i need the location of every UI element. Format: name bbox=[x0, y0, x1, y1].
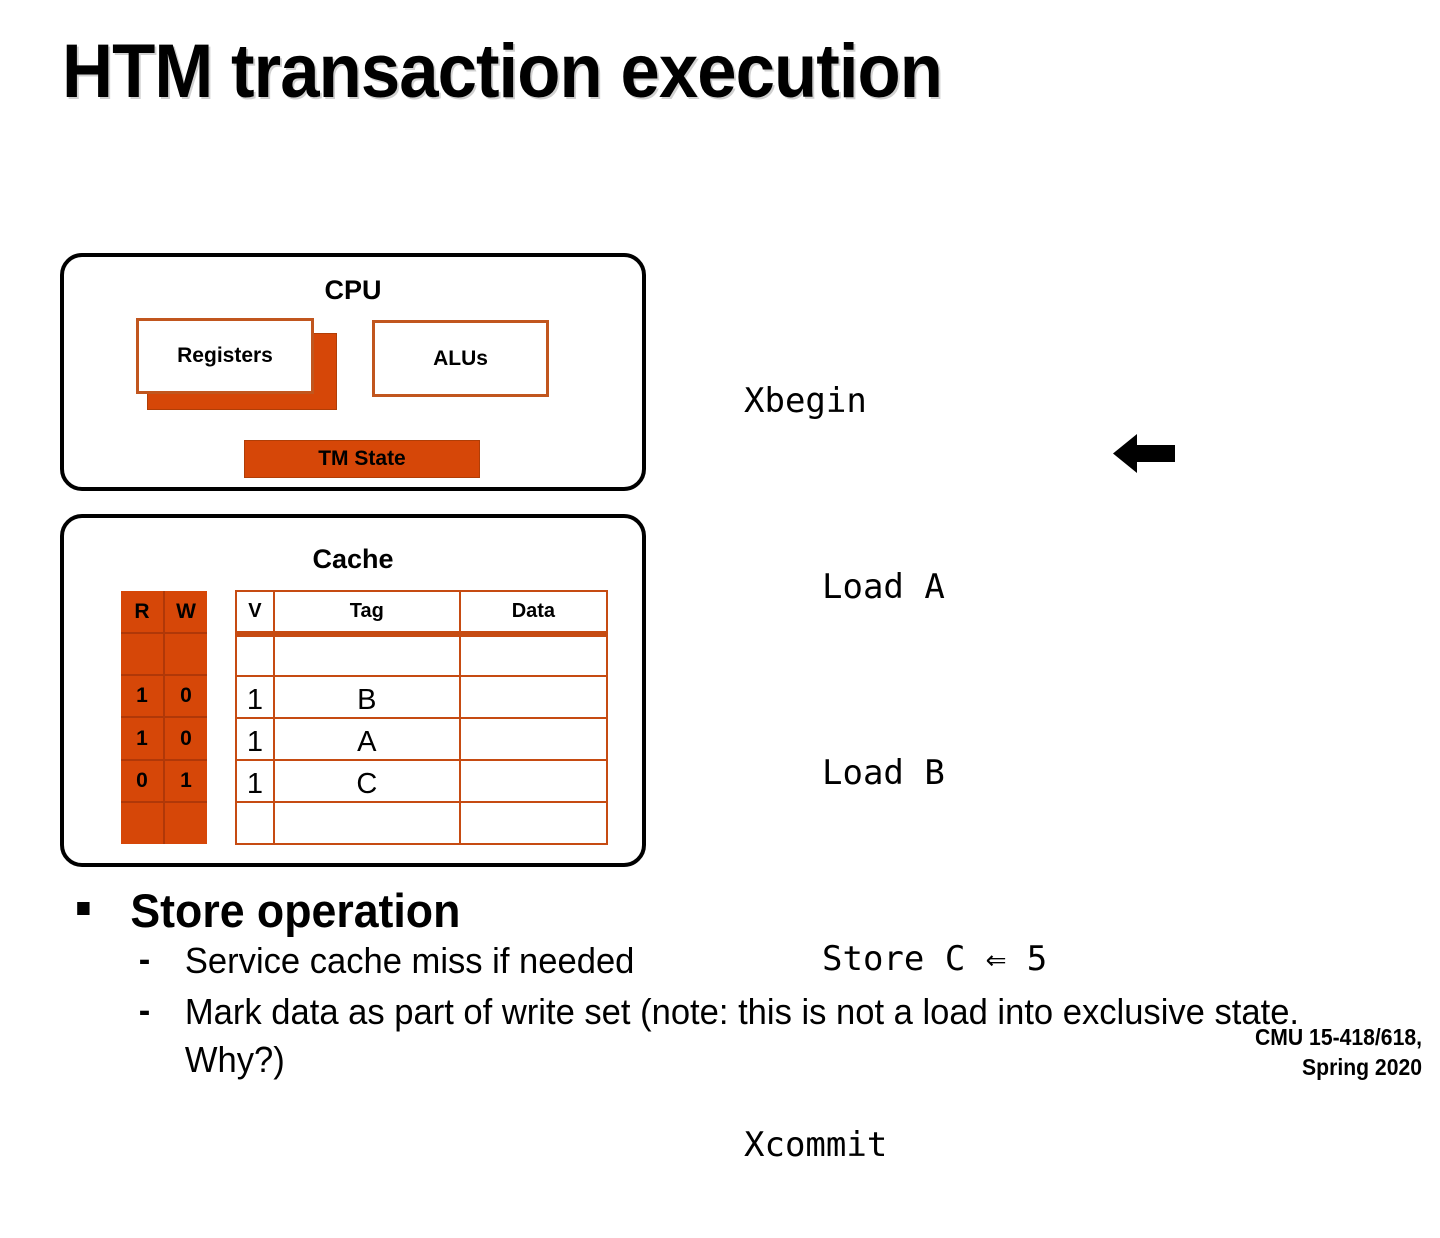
rw-cell: 1 bbox=[121, 716, 165, 761]
bullet-list: Store operation - Service cache miss if … bbox=[62, 884, 1392, 1084]
rw-cell bbox=[163, 632, 207, 677]
square-bullet-icon bbox=[77, 902, 90, 915]
slide-footer: CMU 15-418/618, Spring 2020 bbox=[1036, 1022, 1422, 1083]
rw-cell bbox=[163, 800, 207, 844]
rw-table-row bbox=[121, 632, 207, 677]
dash-bullet-icon: - bbox=[138, 988, 151, 1030]
sub-bullet-service-cache-miss: - Service cache miss if needed bbox=[62, 937, 1339, 985]
cache-cell: B bbox=[272, 675, 461, 719]
rw-table-row bbox=[121, 800, 207, 844]
alus-label: ALUs bbox=[433, 346, 488, 370]
rw-cell: 0 bbox=[163, 674, 207, 719]
cache-cell bbox=[458, 801, 609, 845]
cache-cell bbox=[458, 633, 609, 677]
rw-cell bbox=[121, 632, 165, 677]
left-arrow-icon bbox=[1113, 434, 1175, 473]
rw-header-cell-r: R bbox=[121, 591, 165, 635]
registers-label: Registers bbox=[177, 344, 273, 367]
cache-cell bbox=[272, 801, 461, 845]
cache-header-cell-tag: Tag bbox=[272, 590, 461, 637]
cache-table-row bbox=[235, 801, 609, 845]
cache-label: Cache bbox=[312, 544, 394, 574]
cache-header-cell-data: Data bbox=[458, 590, 609, 637]
cache-cell: A bbox=[272, 717, 461, 761]
cache-cell bbox=[235, 801, 275, 845]
rw-cell: 0 bbox=[163, 716, 207, 761]
cache-cell: 1 bbox=[235, 759, 275, 803]
code-line-load-b: Load B bbox=[822, 753, 945, 793]
cache-table-row bbox=[235, 633, 609, 677]
sub-bullet-mark-write-set: - Mark data as part of write set (note: … bbox=[62, 988, 1339, 1084]
rw-cell: 0 bbox=[121, 758, 165, 803]
page-title: HTM transaction execution bbox=[62, 29, 943, 114]
sub-bullet-1-label: Service cache miss if needed bbox=[184, 939, 635, 981]
code-line-load-a: Load A bbox=[822, 567, 945, 607]
rw-cell: 1 bbox=[163, 758, 207, 803]
cache-cell: C bbox=[272, 759, 461, 803]
rw-header-cell-w: W bbox=[163, 591, 207, 635]
cache-cell bbox=[272, 633, 461, 677]
cache-cell: 1 bbox=[235, 675, 275, 719]
cache-cell bbox=[235, 633, 275, 677]
code-line-xbegin: Xbegin bbox=[744, 381, 867, 421]
cache-cell bbox=[458, 675, 609, 719]
cache-header-cell-v: V bbox=[235, 590, 275, 637]
cache-cell: 1 bbox=[235, 717, 275, 761]
sub-bullet-2-label: Mark data as part of write set (note: th… bbox=[184, 990, 1300, 1081]
cache-cell bbox=[458, 717, 609, 761]
rw-cell: 1 bbox=[121, 674, 165, 719]
code-line-store-c: Store C ⇐ 5 bbox=[822, 939, 1048, 979]
cpu-label: CPU bbox=[324, 275, 382, 305]
footer-term: Spring 2020 bbox=[1302, 1054, 1422, 1081]
tm-state-label: TM State bbox=[318, 447, 406, 470]
bullet-store-operation-label: Store operation bbox=[130, 884, 461, 937]
footer-course: CMU 15-418/618, bbox=[1254, 1024, 1422, 1050]
rw-cell bbox=[121, 800, 165, 844]
cache-cell bbox=[458, 759, 609, 803]
tm-state-block: TM State bbox=[244, 440, 480, 478]
transaction-code-listing: Xbegin Load A Load B Store C ⇐ 5 Xcommit bbox=[744, 246, 1047, 1238]
bullet-store-operation: Store operation bbox=[62, 884, 1326, 937]
code-line-xcommit: Xcommit bbox=[744, 1125, 888, 1165]
registers-block: Registers bbox=[136, 318, 314, 394]
dash-bullet-icon: - bbox=[138, 937, 151, 979]
alus-block: ALUs bbox=[372, 320, 549, 397]
